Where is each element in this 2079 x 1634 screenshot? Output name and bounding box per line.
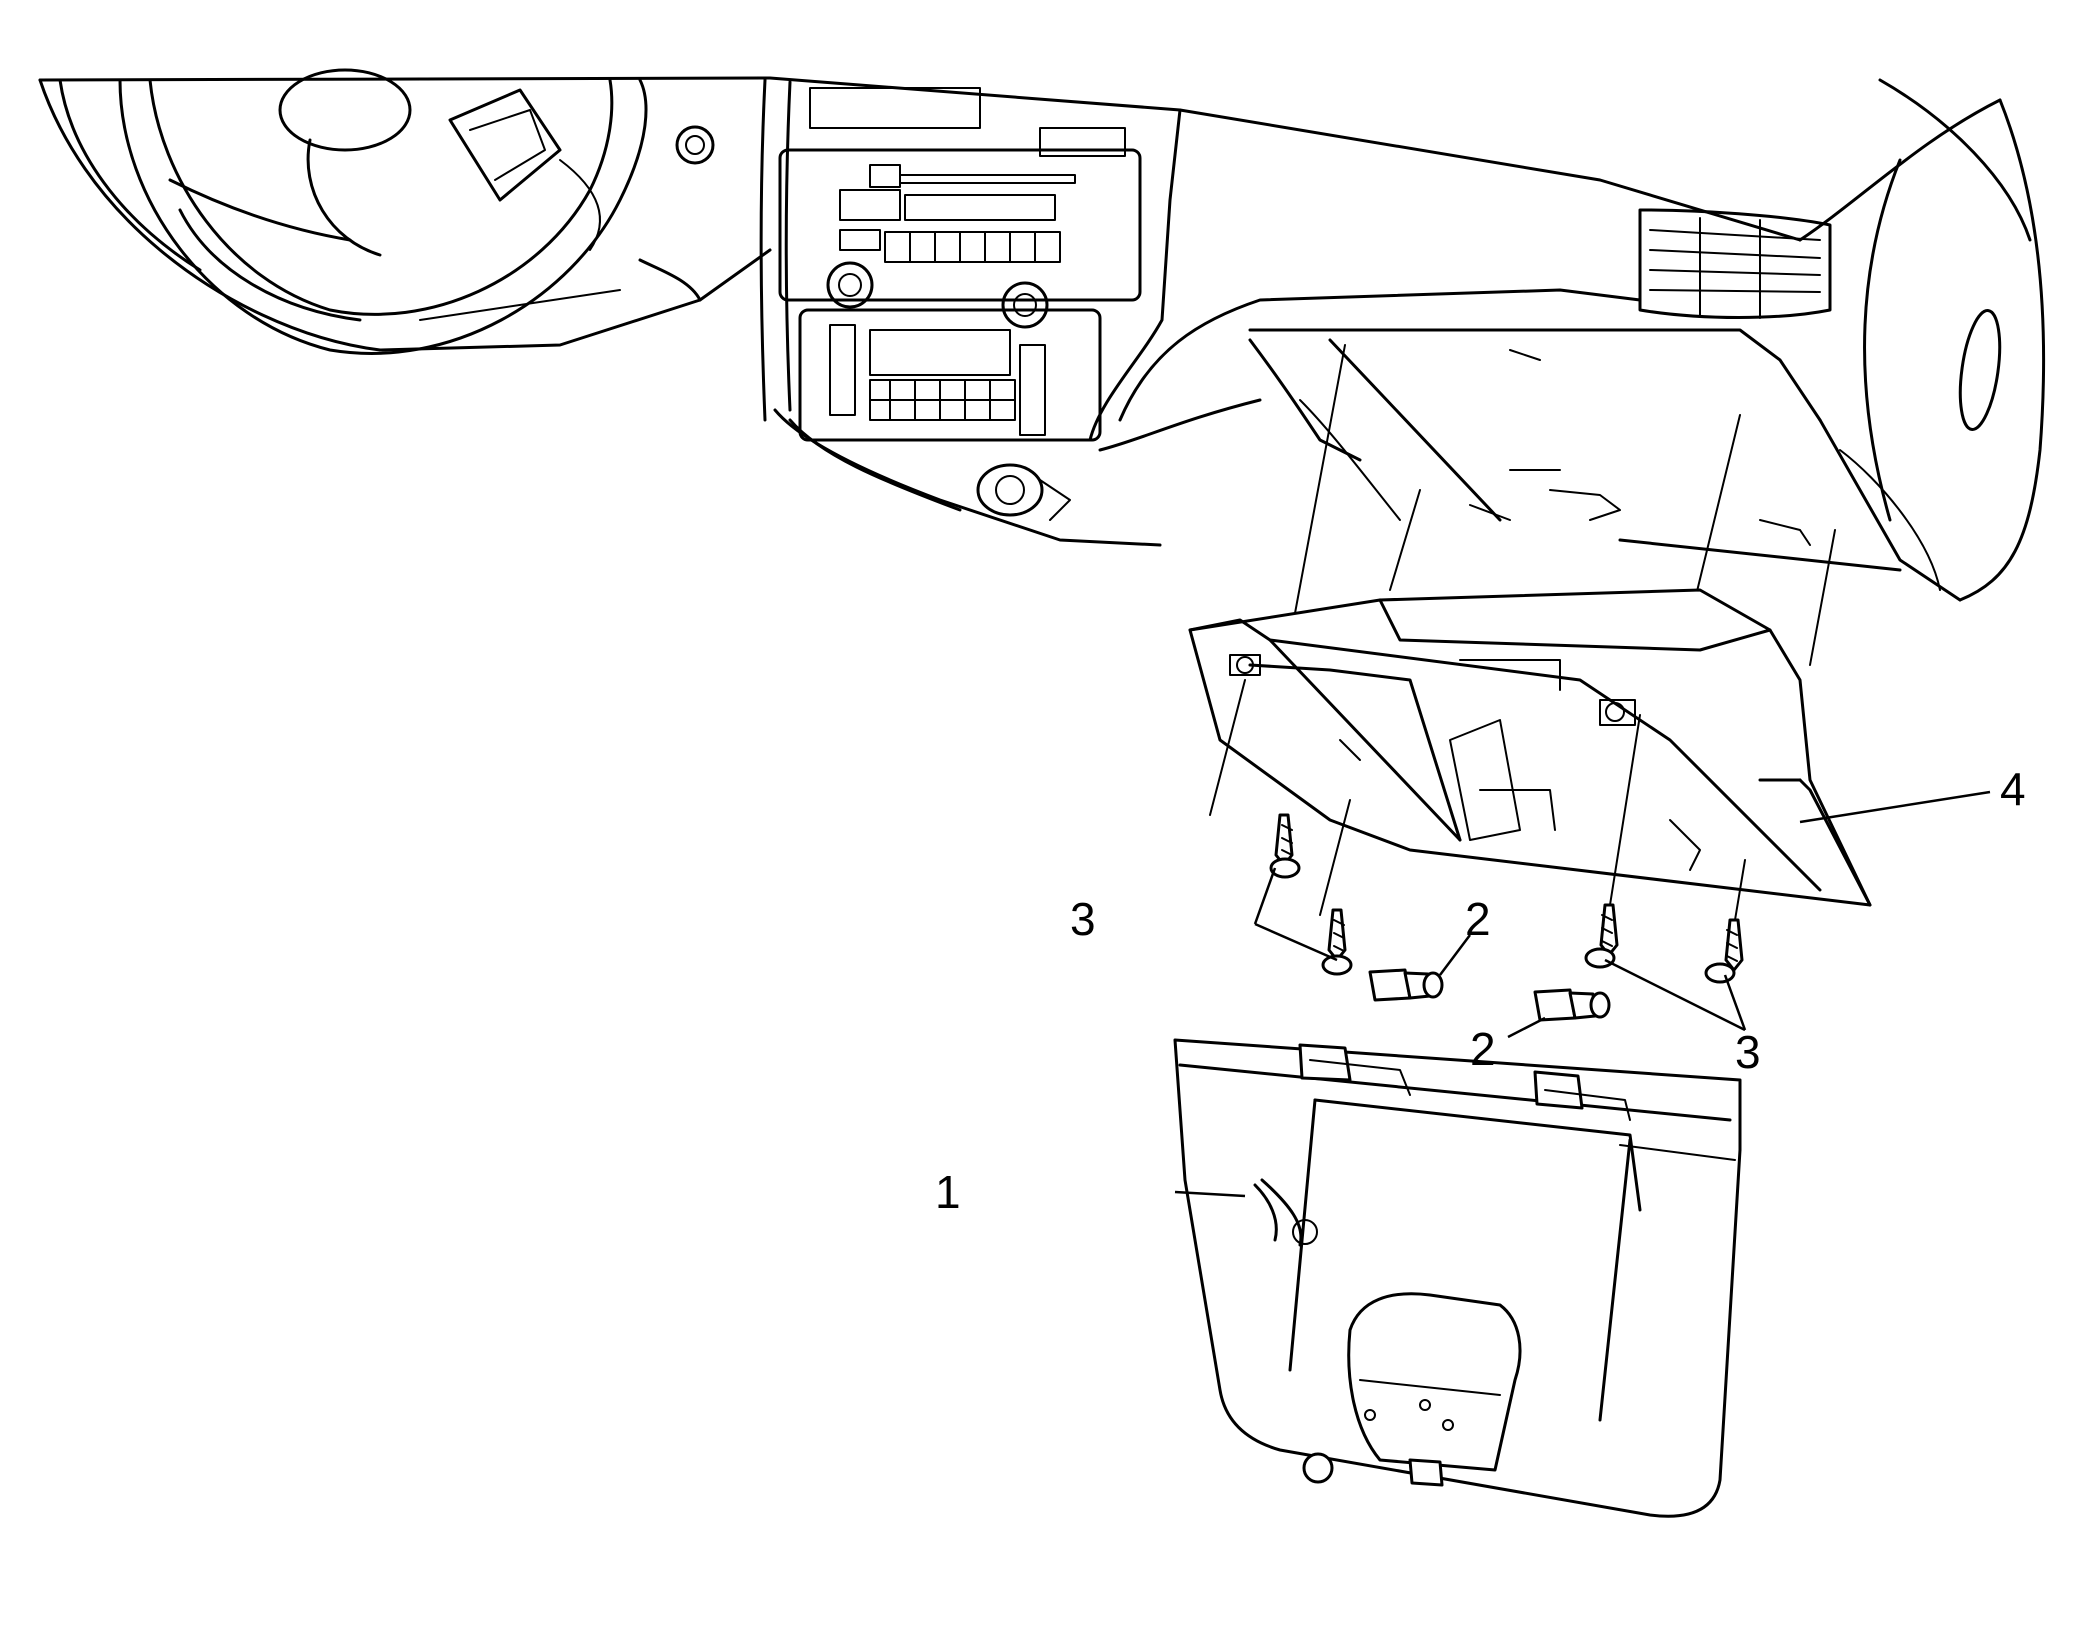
glove-box-bin: [1188, 588, 1872, 907]
callout-label-3-right: 3: [1735, 1026, 1761, 1078]
instrument-panel: [38, 68, 2046, 602]
bumper-lower: [1533, 988, 1611, 1022]
radio-unit: [778, 87, 1142, 329]
callout-label-4: 4: [2000, 763, 2026, 815]
glove-box-opening: [1098, 288, 1902, 572]
bumper-upper: [1368, 968, 1444, 1002]
screw-2: [1319, 799, 1353, 976]
glove-box-door: [1173, 1038, 1742, 1518]
callout-label-2-lower: 2: [1470, 1023, 1496, 1075]
screw-group: [1209, 679, 1746, 984]
alignment-lines: [1289, 344, 1836, 666]
screw-1: [1209, 679, 1301, 879]
callout-label-2-upper: 2: [1465, 893, 1491, 945]
callout-leaders: [1174, 790, 1991, 1198]
air-vent: [1638, 208, 1832, 319]
callout-label-1: 1: [935, 1166, 961, 1218]
callout-label-3-left: 3: [1070, 893, 1096, 945]
climate-control: [798, 308, 1102, 442]
steering-wheel: [118, 68, 648, 355]
screw-3: [1584, 714, 1641, 969]
